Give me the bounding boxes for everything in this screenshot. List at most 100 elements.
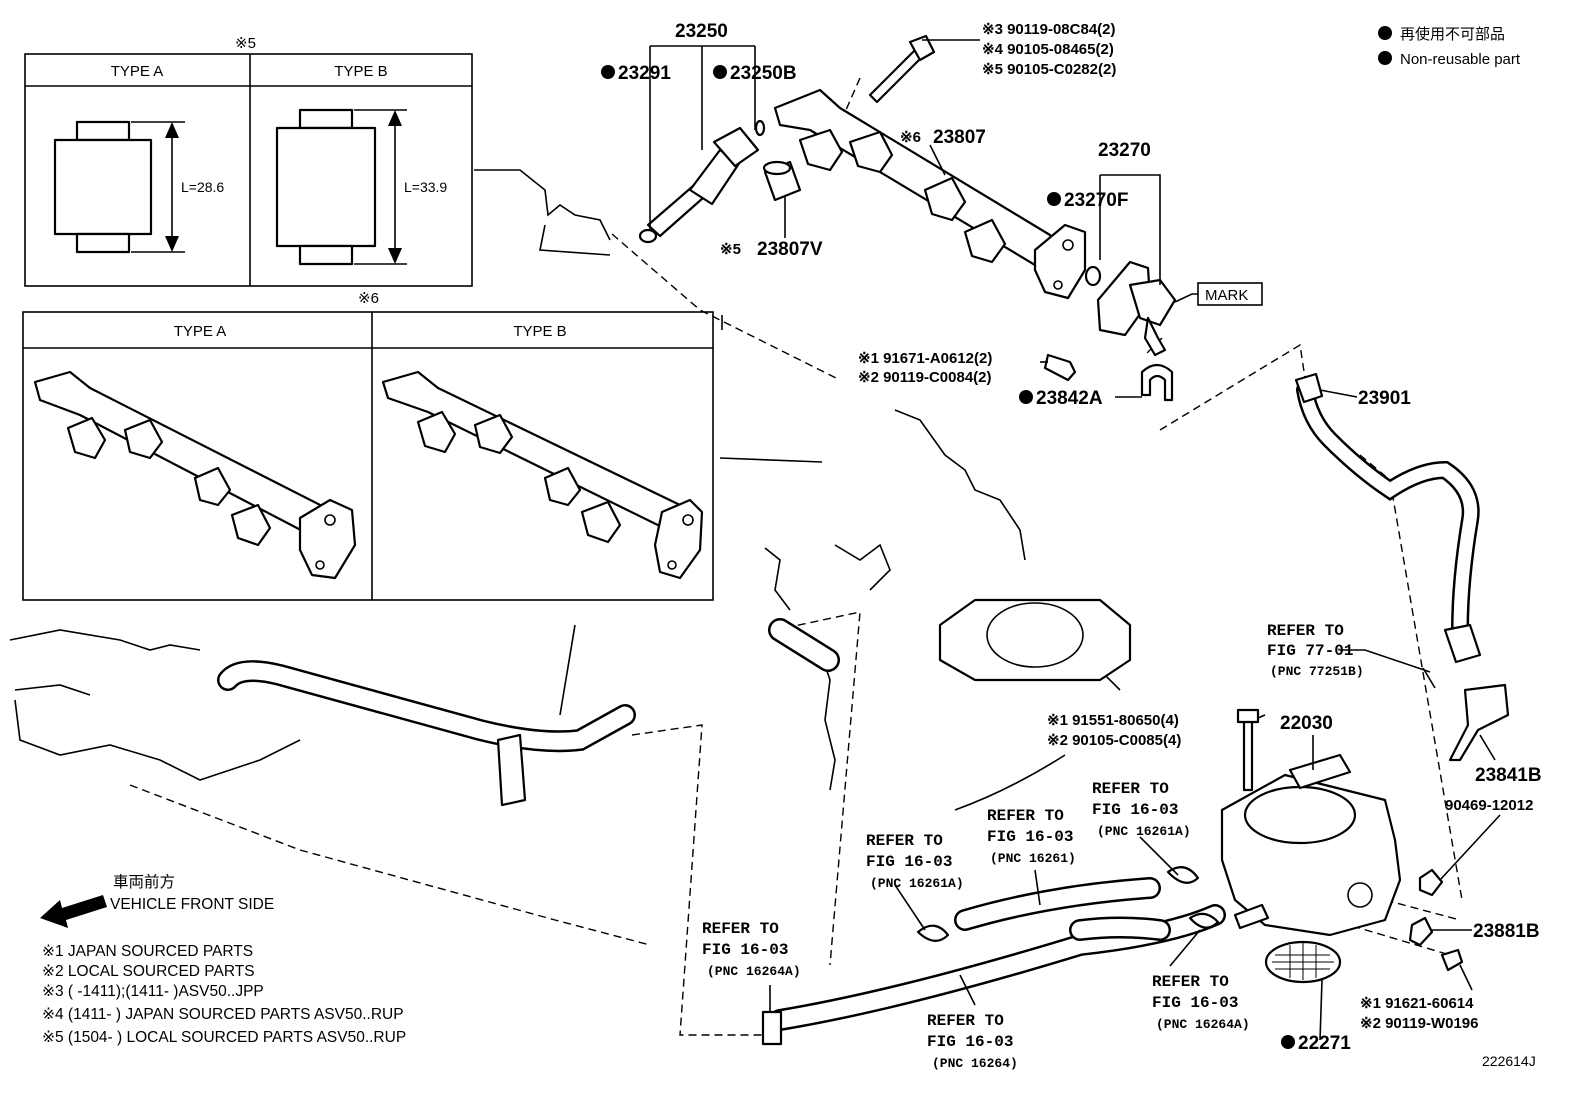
label-bolt1b: ※1 91551-80650(4) — [1047, 712, 1179, 729]
label-bolt3: ※3 90119-08C84(2) — [982, 21, 1116, 38]
injector-23250 — [638, 119, 766, 244]
legend-jp: 再使用不可部品 — [1400, 26, 1505, 43]
clip-90469 — [1418, 868, 1444, 897]
inset-5: ※5 TYPE A TYPE B L=28.6 L=33.9 — [24, 35, 473, 287]
label-23270: 23270 — [1098, 140, 1151, 161]
label-23291: 23291 — [618, 63, 671, 84]
bolt-throttle — [1242, 718, 1254, 792]
svg-text:(PNC 16261): (PNC 16261) — [990, 851, 1076, 866]
leader-lines — [649, 39, 1501, 1041]
legend: 再使用不可部品 Non-reusable part — [1378, 26, 1521, 68]
front-en: VEHICLE FRONT SIDE — [110, 896, 274, 913]
refer-16261a-left: REFER TO FIG 16-03 (PNC 16261A) — [866, 832, 964, 891]
svg-text:REFER TO: REFER TO — [1092, 780, 1169, 798]
clip-23881b — [1408, 916, 1434, 947]
front-arrow-icon — [40, 895, 107, 928]
front-jp: 車両前方 — [113, 873, 175, 891]
dim-type-b: L=33.9 — [404, 179, 447, 195]
retainer-23841b — [1448, 683, 1510, 762]
svg-text:(PNC 16261A): (PNC 16261A) — [870, 876, 964, 891]
label-23270f: 23270F — [1064, 190, 1128, 211]
bolt-c — [1440, 948, 1464, 972]
fuel-rail-type-a — [33, 370, 357, 580]
note-4: ※4 (1411- ) JAPAN SOURCED PARTS ASV50..R… — [42, 1006, 404, 1023]
note-2: ※2 LOCAL SOURCED PARTS — [42, 963, 255, 980]
refer-labels: REFER TO FIG 77-01 (PNC 77251B) REFER TO… — [702, 622, 1364, 1071]
figure-id: 222614J — [1482, 1053, 1536, 1069]
label-23901: 23901 — [1358, 388, 1411, 409]
refer-16264: REFER TO FIG 16-03 (PNC 16264) — [927, 1012, 1018, 1071]
label-bolt2c: ※2 90119-W0196 — [1360, 1015, 1478, 1032]
notes: 車両前方 VEHICLE FRONT SIDE ※1 JAPAN SOURCED… — [40, 873, 406, 1046]
note-1: ※1 JAPAN SOURCED PARTS — [42, 943, 253, 960]
note-3: ※3 ( -1411);(1411- )ASV50..JPP — [42, 983, 264, 1000]
svg-text:(PNC 16264): (PNC 16264) — [932, 1056, 1018, 1071]
label-23841b: 23841B — [1475, 765, 1542, 786]
inset-6: ※6 TYPE A TYPE B — [22, 290, 714, 601]
label-23807-mark: ※6 — [900, 129, 921, 146]
label-bolt5: ※5 90105-C0282(2) — [982, 61, 1116, 78]
svg-text:FIG 16-03: FIG 16-03 — [866, 853, 952, 871]
svg-text:FIG 16-03: FIG 16-03 — [1152, 994, 1238, 1012]
label-bolt1a: ※1 91671-A0612(2) — [858, 350, 992, 367]
label-bolt1c: ※1 91621-60614 — [1360, 995, 1474, 1012]
clip-23842a — [1140, 363, 1174, 402]
fuel-rail-23807 — [773, 88, 1087, 300]
inset-6-title: ※6 — [358, 290, 379, 307]
insulator-23807v — [762, 160, 802, 202]
svg-text:(PNC 16261A): (PNC 16261A) — [1097, 824, 1191, 839]
svg-text:REFER TO: REFER TO — [987, 807, 1064, 825]
note-5: ※5 (1504- ) LOCAL SOURCED PARTS ASV50..R… — [42, 1029, 406, 1046]
inset-6-type-b: TYPE B — [513, 323, 566, 340]
fuel-line-23901 — [1294, 372, 1482, 664]
label-bolt2b: ※2 90105-C0085(4) — [1047, 732, 1181, 749]
svg-text:(PNC 16264A): (PNC 16264A) — [1156, 1017, 1250, 1032]
refer-16261a-right: REFER TO FIG 16-03 (PNC 16261A) — [1092, 780, 1191, 839]
label-mark: MARK — [1205, 287, 1248, 304]
label-23250b: 23250B — [730, 63, 797, 84]
label-bolt4: ※4 90105-08465(2) — [982, 41, 1114, 58]
bolt-rail — [868, 34, 936, 104]
screw-a — [1043, 353, 1077, 382]
refer-16264a-left: REFER TO FIG 16-03 (PNC 16264A) — [702, 920, 801, 979]
svg-text:FIG 16-03: FIG 16-03 — [1092, 801, 1178, 819]
label-23881b: 23881B — [1473, 921, 1540, 942]
svg-text:FIG 16-03: FIG 16-03 — [987, 828, 1073, 846]
svg-text:FIG 16-03: FIG 16-03 — [927, 1033, 1013, 1051]
svg-text:FIG 16-03: FIG 16-03 — [702, 941, 788, 959]
damper-23270 — [1096, 260, 1177, 357]
label-23807v: 23807V — [757, 239, 823, 260]
svg-text:REFER TO: REFER TO — [1152, 973, 1229, 991]
engine-outline — [9, 169, 1132, 811]
label-22030: 22030 — [1280, 713, 1333, 734]
label-90469: 90469-12012 — [1445, 797, 1533, 814]
legend-en: Non-reusable part — [1400, 51, 1521, 68]
refer-77-01: REFER TO FIG 77-01 (PNC 77251B) — [1267, 622, 1364, 679]
label-23807: 23807 — [933, 127, 986, 148]
label-23807v-mark: ※5 — [720, 241, 741, 258]
svg-text:REFER TO: REFER TO — [927, 1012, 1004, 1030]
svg-text:REFER TO: REFER TO — [866, 832, 943, 850]
fuel-rail-type-b — [381, 370, 704, 580]
inset-5-title: ※5 — [235, 35, 256, 52]
pipe-stub — [1422, 667, 1436, 689]
label-23250: 23250 — [675, 21, 728, 42]
gasket-22271 — [1264, 940, 1342, 984]
inset-5-type-a: TYPE A — [111, 63, 164, 80]
svg-text:FIG 77-01: FIG 77-01 — [1267, 642, 1353, 660]
refer-16261: REFER TO FIG 16-03 (PNC 16261) — [987, 807, 1076, 866]
svg-text:(PNC 77251B): (PNC 77251B) — [1270, 664, 1364, 679]
svg-text:REFER TO: REFER TO — [702, 920, 779, 938]
svg-text:REFER TO: REFER TO — [1267, 622, 1344, 640]
o-ring-23270f — [1084, 265, 1102, 287]
label-22271: 22271 — [1298, 1033, 1351, 1054]
bolt-head-throttle — [1236, 708, 1260, 724]
label-23842a: 23842A — [1036, 388, 1103, 409]
refer-16264a-right: REFER TO FIG 16-03 (PNC 16264A) — [1152, 973, 1250, 1032]
inset-6-type-a: TYPE A — [174, 323, 227, 340]
label-bolt2a: ※2 90119-C0084(2) — [858, 369, 992, 386]
hoses — [217, 618, 1226, 1046]
dim-type-a: L=28.6 — [181, 179, 224, 195]
inset-5-type-b: TYPE B — [334, 63, 387, 80]
